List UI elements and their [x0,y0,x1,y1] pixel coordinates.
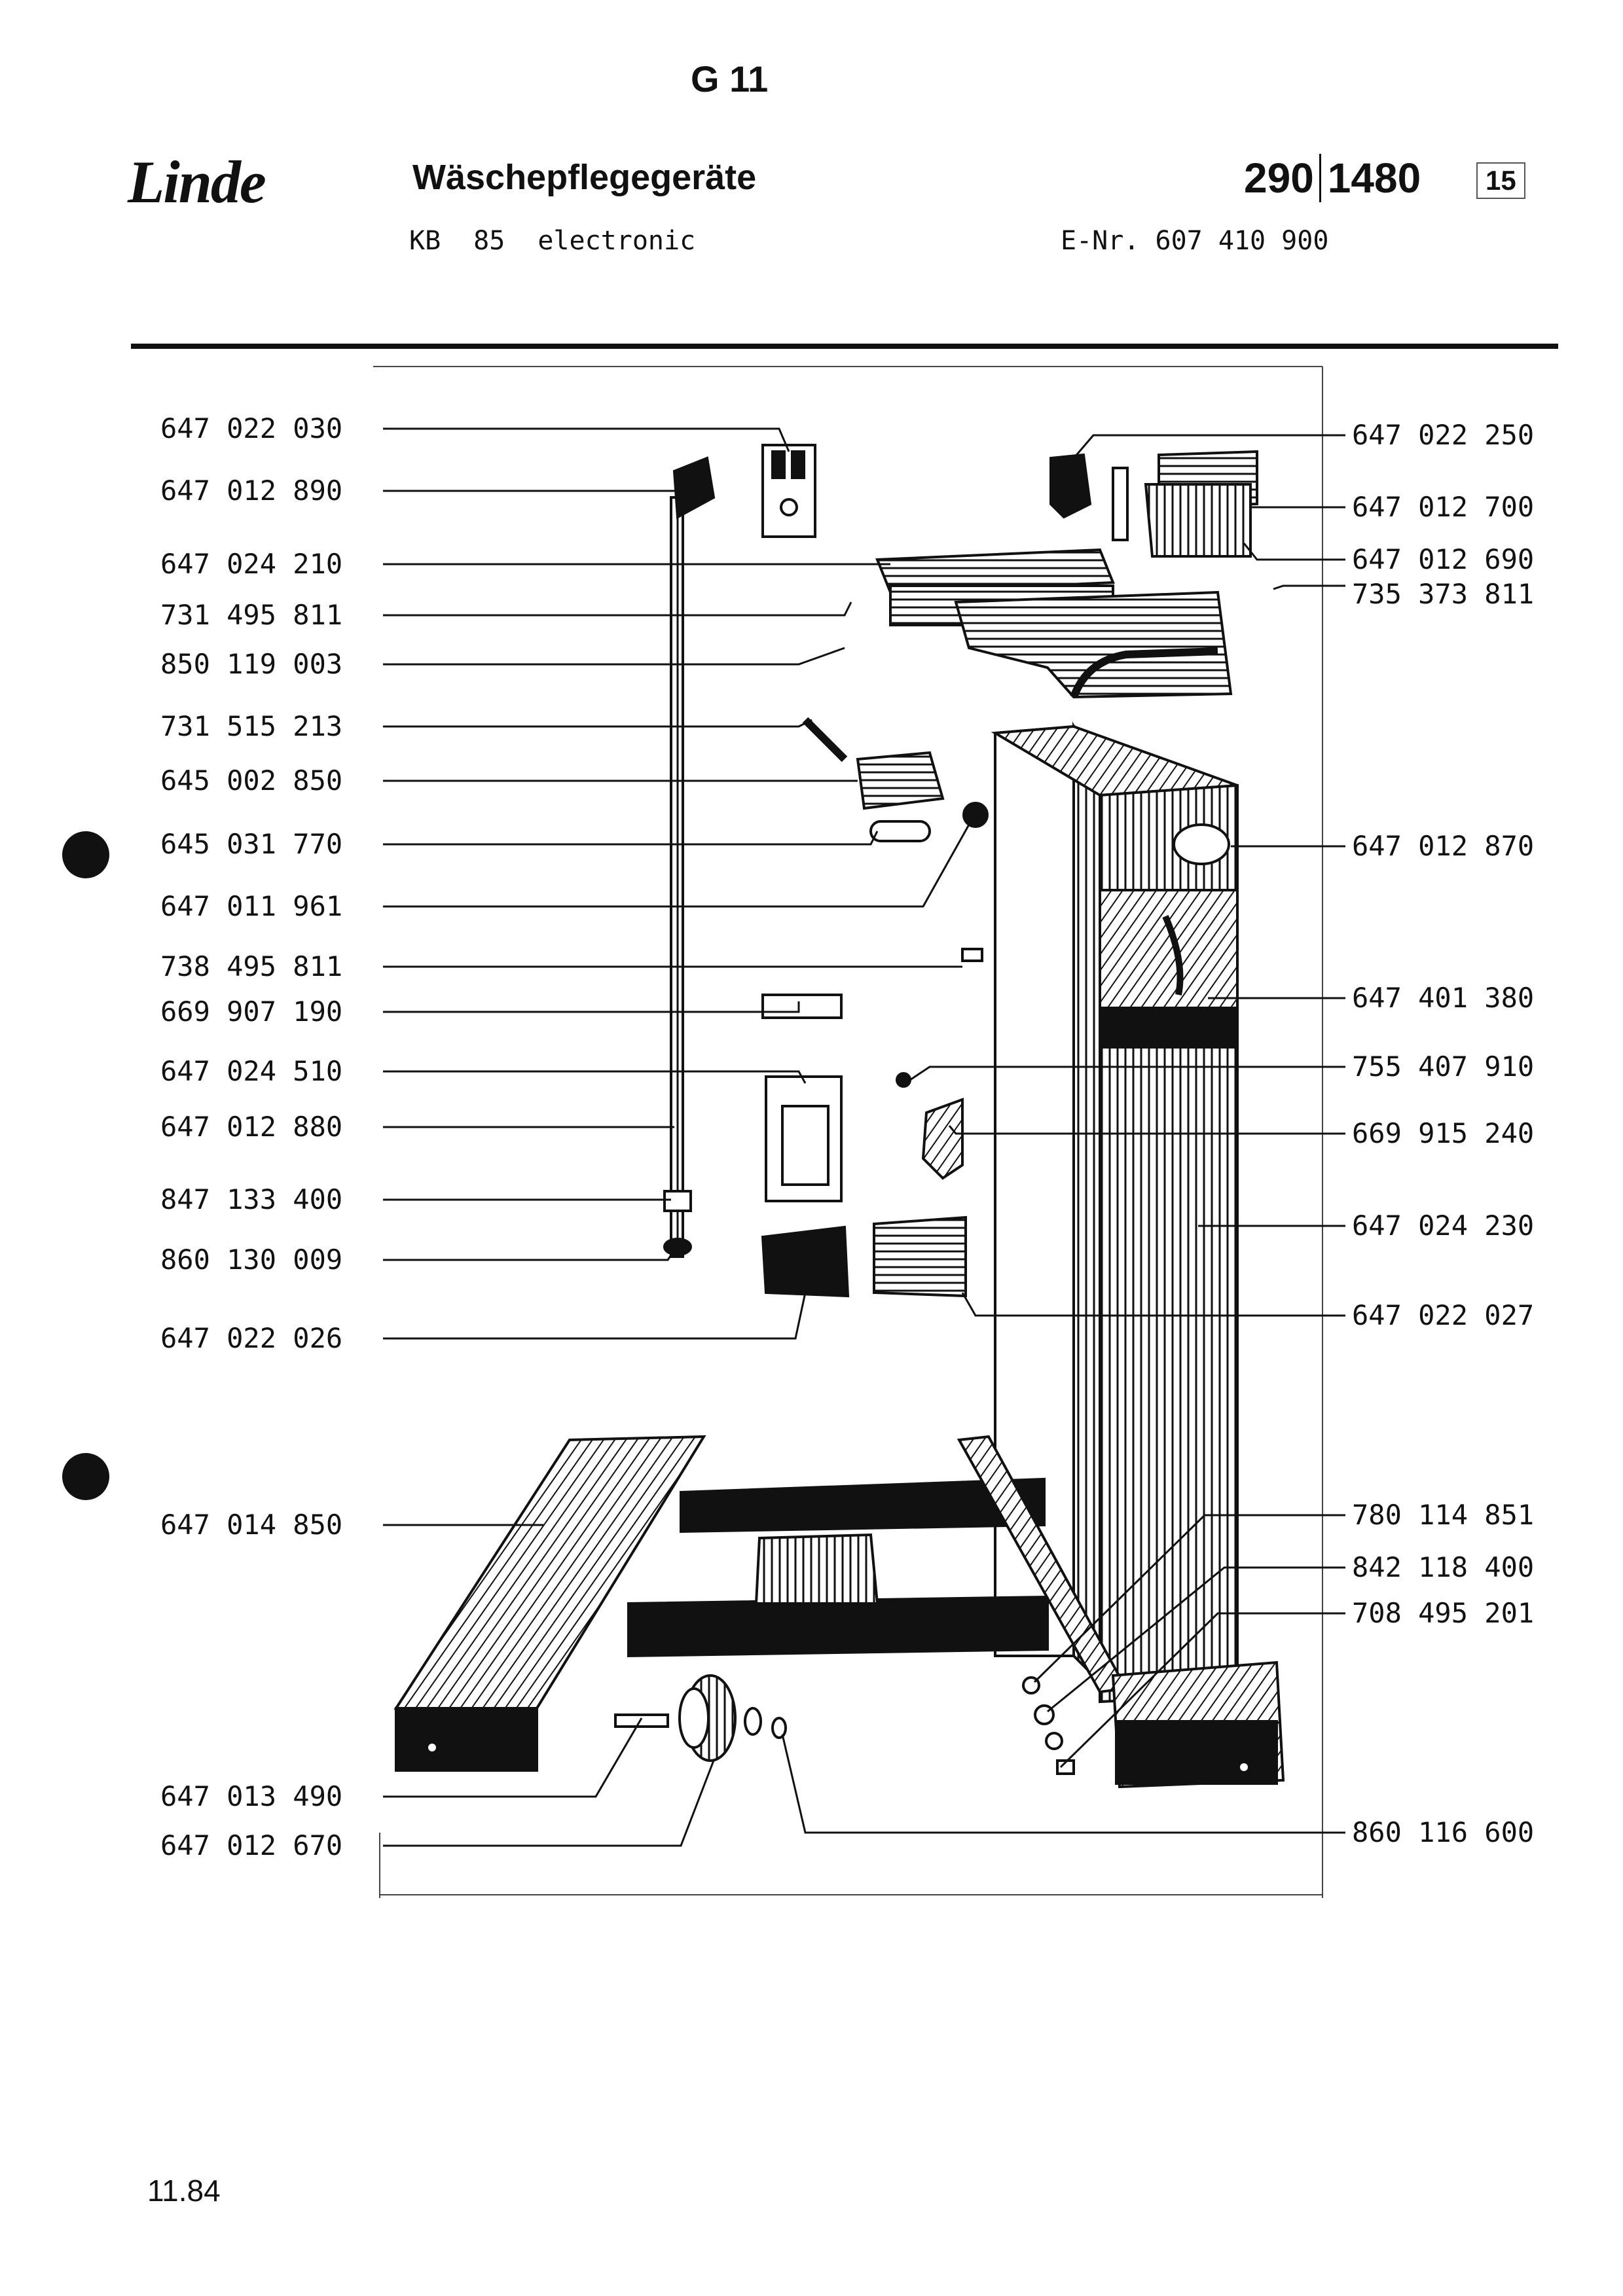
control-panel-assembly [761,444,1258,699]
model-size: 85 [473,226,505,256]
part-number-label: 738 495 811 [160,950,343,982]
part-number-label: 647 012 870 [1352,830,1535,862]
document-number-prefix: 290 [1244,154,1314,202]
part-number-label: 669 915 240 [1352,1117,1535,1149]
leader-lines-right [781,434,1345,1834]
model-line: KB 85 electronic [409,226,728,256]
part-number-label: 647 014 850 [160,1509,343,1541]
part-number-label: 860 130 009 [160,1244,343,1276]
part-number-label: 647 024 230 [1352,1210,1535,1242]
header-rule [131,344,1558,349]
part-number-label: 850 119 003 [160,648,343,680]
punch-hole-icon [62,831,109,878]
part-number-label: 647 401 380 [1352,982,1535,1014]
leader-lines-left [383,427,970,1847]
part-number-label: 647 022 250 [1352,419,1535,451]
part-number-label: 645 031 770 [160,828,343,860]
hinge-parts [761,717,989,1298]
part-number-label: 647 012 670 [160,1829,343,1861]
knob-assembly [614,1674,1075,1775]
document-number-main: 1480 [1319,154,1421,202]
part-number-label: 645 002 850 [160,764,343,797]
part-number-label: 708 495 201 [1352,1597,1535,1629]
vertical-rod [663,456,716,1258]
part-number-label: 731 495 811 [160,599,343,631]
part-number-label: 647 011 961 [160,890,343,922]
model-type: KB [409,226,441,256]
part-number-label: 647 022 027 [1352,1299,1535,1331]
linde-logo: Linde [128,149,266,215]
part-number-label: 735 373 811 [1352,578,1535,610]
part-number-label: 647 012 690 [1352,543,1535,575]
e-number: E-Nr. 607 410 900 [1061,226,1329,256]
part-number-label: 755 407 910 [1352,1050,1535,1083]
issue-date: 11.84 [147,2174,221,2208]
part-number-label: 647 012 890 [160,475,343,507]
punch-hole-icon [62,1453,109,1500]
part-number-label: 669 907 190 [160,996,343,1028]
part-number-label: 647 012 880 [160,1111,343,1143]
model-variant: electronic [538,226,696,256]
base-frame [393,1435,1285,1789]
sheet-code: G 11 [691,58,769,99]
sheet-number: 15 [1476,162,1525,199]
part-number-label: 647 013 490 [160,1780,343,1812]
part-number-label: 647 022 030 [160,412,343,444]
part-number-label: 647 012 700 [1352,491,1535,523]
part-number-label: 780 114 851 [1352,1499,1535,1531]
part-number-label: 847 133 400 [160,1183,343,1215]
part-number-label: 647 022 026 [160,1322,343,1354]
part-number-label: 731 515 213 [160,710,343,742]
part-number-label: 647 024 210 [160,548,343,580]
part-number-label: 860 116 600 [1352,1816,1535,1848]
part-number-label: 842 118 400 [1352,1551,1535,1583]
page-title: Wäschepflegegeräte [412,158,757,197]
part-number-label: 647 024 510 [160,1055,343,1087]
